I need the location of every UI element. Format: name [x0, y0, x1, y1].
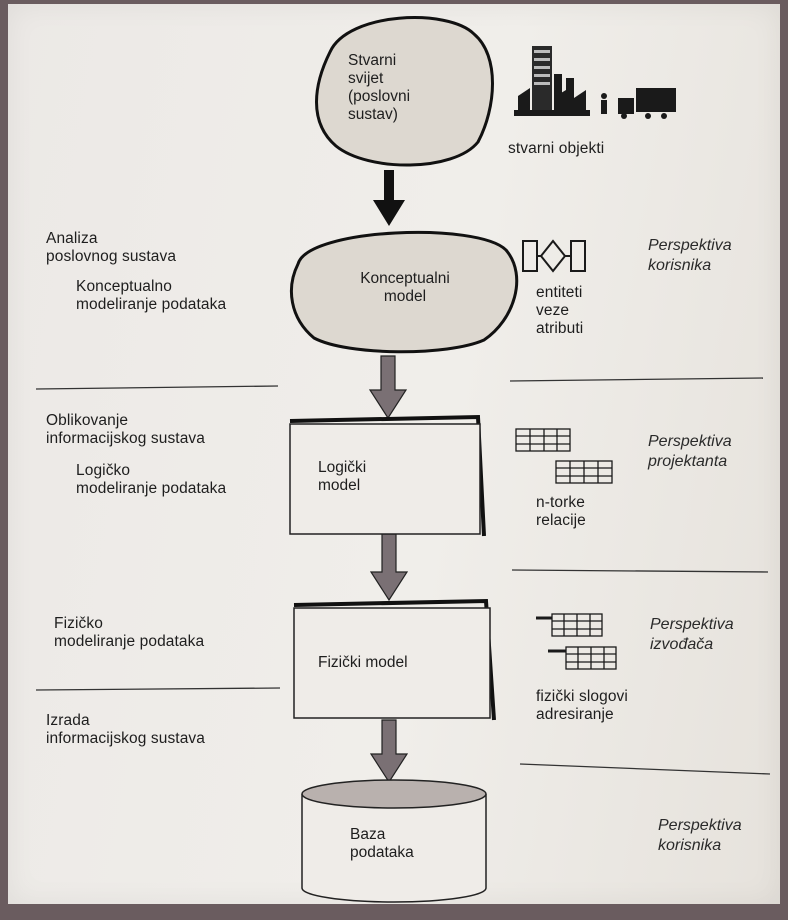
design-label: Oblikovanje informacijskog sustava	[46, 412, 205, 447]
physical-model-label: Fizički model	[318, 654, 408, 671]
real-world-label: Stvarni svijet (poslovni sustav)	[348, 52, 411, 123]
build-label: Izrada informacijskog sustava	[46, 712, 205, 747]
conceptual-modeling-label: Konceptualno modeliranje podataka	[76, 278, 227, 313]
relations-label: n-torke relacije	[536, 494, 586, 529]
arrow-conceptual-to-logical	[368, 355, 408, 420]
physical-model-box	[293, 598, 496, 721]
conceptual-model-label: Konceptualni model	[360, 270, 450, 305]
diagram-page: Stvarni svijet (poslovni sustav) Koncept…	[8, 4, 780, 904]
separator-right-3	[519, 763, 771, 775]
diagram-graphics	[35, 16, 771, 903]
logical-modeling-label: Logičko modeliranje podataka	[76, 462, 227, 497]
real-objects-icon	[514, 46, 676, 119]
er-symbol-icon	[522, 239, 586, 273]
separator-left-1	[35, 385, 279, 390]
real-world-cloud	[315, 16, 494, 167]
separator-right-2	[511, 569, 769, 573]
perspective-user-bottom: Perspektiva korisnika	[658, 817, 742, 854]
separator-left-2	[35, 687, 281, 691]
real-objects-label: stvarni objekti	[508, 140, 605, 157]
perspective-builder: Perspektiva izvođača	[650, 616, 734, 653]
logical-model-box	[289, 414, 486, 537]
database-label: Baza podataka	[350, 826, 414, 861]
separator-right-1	[509, 377, 764, 382]
database-cylinder	[301, 779, 487, 903]
perspective-designer: Perspektiva projektanta	[648, 433, 732, 470]
records-label: fizički slogovi adresiranje	[536, 688, 628, 723]
logical-model-label: Logički model	[318, 459, 367, 494]
physical-modeling-label: Fizičko modeliranje podataka	[54, 615, 205, 650]
physical-records-icon	[536, 613, 617, 670]
conceptual-cloud	[290, 230, 519, 354]
perspective-user-top: Perspektiva korisnika	[648, 237, 732, 274]
arrow-real-to-conceptual	[373, 170, 405, 226]
arrow-physical-to-database	[369, 719, 409, 784]
relation-tables-icon	[515, 428, 613, 484]
analysis-label: Analiza poslovnog sustava	[46, 230, 177, 265]
er-label: entiteti veze atributi	[536, 284, 584, 337]
arrow-logical-to-physical	[369, 533, 409, 602]
